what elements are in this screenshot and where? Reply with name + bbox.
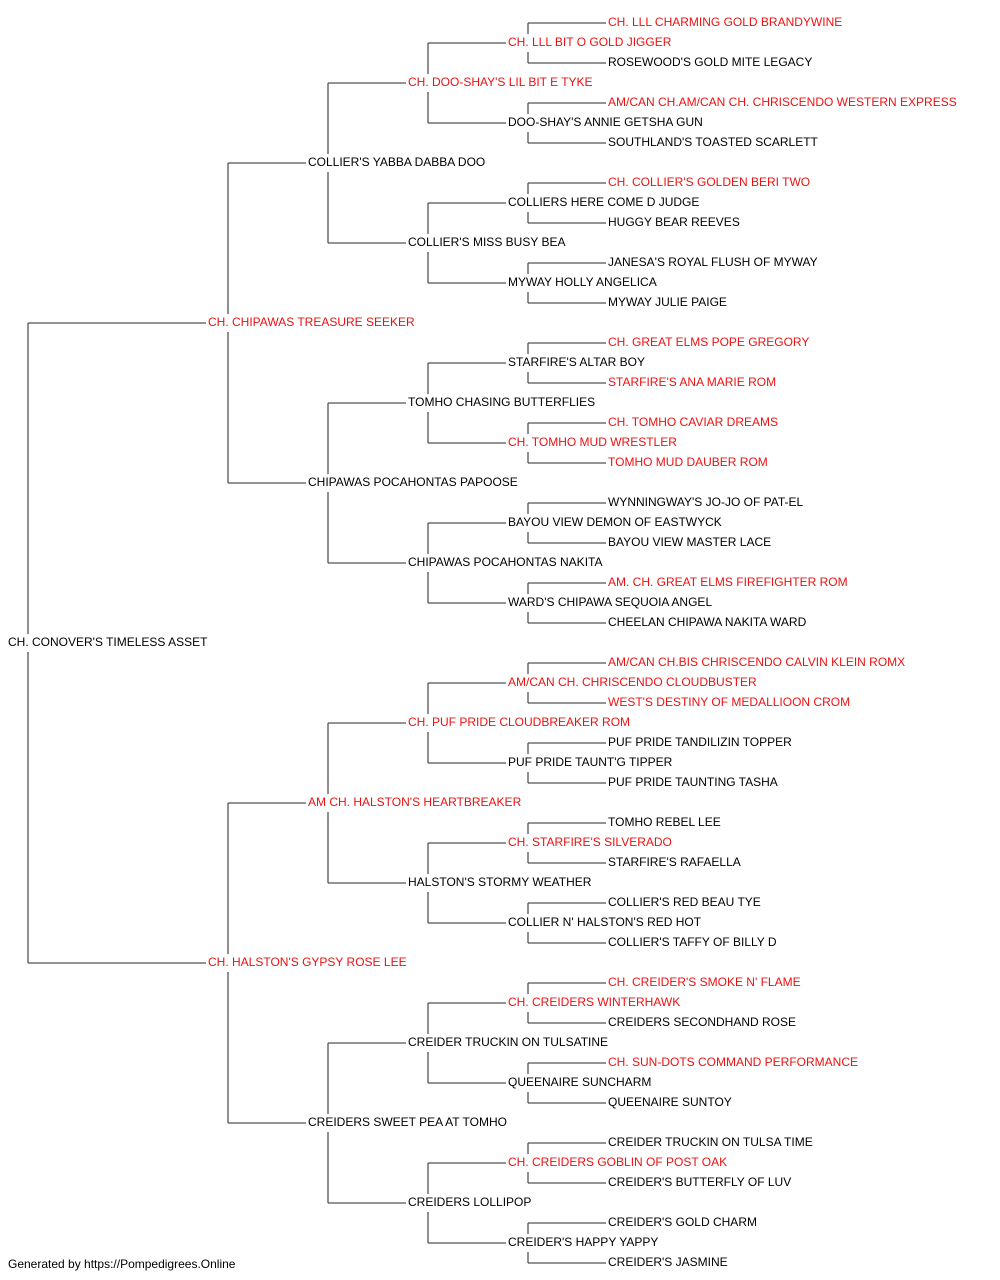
pedigree-entry-gen5: PUF PRIDE TANDILIZIN TOPPER bbox=[608, 735, 792, 749]
pedigree-entry-gen5: COLLIER'S TAFFY OF BILLY D bbox=[608, 935, 777, 949]
pedigree-entry-gen4: COLLIER N' HALSTON'S RED HOT bbox=[508, 915, 702, 929]
pedigree-entry-gen5: CH. COLLIER'S GOLDEN BERI TWO bbox=[608, 175, 811, 189]
pedigree-entry-gen5: MYWAY JULIE PAIGE bbox=[608, 295, 727, 309]
pedigree-entry-gen5: WYNNINGWAY'S JO-JO OF PAT-EL bbox=[608, 495, 804, 509]
pedigree-entry-gen5: STARFIRE'S RAFAELLA bbox=[608, 855, 741, 869]
pedigree-entry-gen5: CH. TOMHO CAVIAR DREAMS bbox=[608, 415, 779, 429]
pedigree-entry-gen2: COLLIER'S YABBA DABBA DOO bbox=[308, 155, 486, 169]
pedigree-entry-gen4: CH. LLL BIT O GOLD JIGGER bbox=[508, 35, 672, 49]
pedigree-entry-gen2: CHIPAWAS POCAHONTAS PAPOOSE bbox=[308, 475, 518, 489]
pedigree-entry-gen4: STARFIRE'S ALTAR BOY bbox=[508, 355, 645, 369]
pedigree-entry-gen5: AM. CH. GREAT ELMS FIREFIGHTER ROM bbox=[608, 575, 848, 589]
pedigree-entry-gen4: COLLIERS HERE COME D JUDGE bbox=[508, 195, 700, 209]
pedigree-entry-gen2: AM CH. HALSTON'S HEARTBREAKER bbox=[308, 795, 522, 809]
pedigree-entry-gen4: CH. CREIDERS GOBLIN OF POST OAK bbox=[508, 1155, 728, 1169]
pedigree-entry-gen4: CH. CREIDERS WINTERHAWK bbox=[508, 995, 681, 1009]
pedigree-entry-gen5: TOMHO REBEL LEE bbox=[608, 815, 721, 829]
pedigree-entry-gen5: ROSEWOOD'S GOLD MITE LEGACY bbox=[608, 55, 813, 69]
pedigree-entry-gen5: QUEENAIRE SUNTOY bbox=[608, 1095, 732, 1109]
pedigree-entry-gen5: CH. GREAT ELMS POPE GREGORY bbox=[608, 335, 810, 349]
pedigree-entry-gen5: CH. LLL CHARMING GOLD BRANDYWINE bbox=[608, 15, 843, 29]
pedigree-entry-gen3: CH. PUF PRIDE CLOUDBREAKER ROM bbox=[408, 715, 631, 729]
pedigree-entry-gen5: SOUTHLAND'S TOASTED SCARLETT bbox=[608, 135, 818, 149]
pedigree-entry-gen5: CHEELAN CHIPAWA NAKITA WARD bbox=[608, 615, 807, 629]
pedigree-entry-gen3: CREIDER TRUCKIN ON TULSATINE bbox=[408, 1035, 609, 1049]
pedigree-entry-gen5: AM/CAN CH.BIS CHRISCENDO CALVIN KLEIN RO… bbox=[608, 655, 906, 669]
pedigree-entry-gen2: CREIDERS SWEET PEA AT TOMHO bbox=[308, 1115, 507, 1129]
pedigree-entry-gen3: CHIPAWAS POCAHONTAS NAKITA bbox=[408, 555, 603, 569]
pedigree-entry-gen5: AM/CAN CH.AM/CAN CH. CHRISCENDO WESTERN … bbox=[608, 95, 957, 109]
pedigree-entry-gen1: CH. CHIPAWAS TREASURE SEEKER bbox=[208, 315, 415, 329]
pedigree-entry-gen4: DOO-SHAY'S ANNIE GETSHA GUN bbox=[508, 115, 703, 129]
pedigree-entry-gen5: STARFIRE'S ANA MARIE ROM bbox=[608, 375, 777, 389]
pedigree-entry-gen5: CREIDER'S JASMINE bbox=[608, 1255, 728, 1269]
pedigree-entry-gen4: PUF PRIDE TAUNT'G TIPPER bbox=[508, 755, 673, 769]
pedigree-entry-gen3: CREIDERS LOLLIPOP bbox=[408, 1195, 532, 1209]
pedigree-entry-gen5: BAYOU VIEW MASTER LACE bbox=[608, 535, 772, 549]
pedigree-entry-gen1: CH. HALSTON'S GYPSY ROSE LEE bbox=[208, 955, 407, 969]
pedigree-entry-gen4: CREIDER'S HAPPY YAPPY bbox=[508, 1235, 659, 1249]
pedigree-entry-gen4: AM/CAN CH. CHRISCENDO CLOUDBUSTER bbox=[508, 675, 757, 689]
pedigree-entry-gen0: CH. CONOVER'S TIMELESS ASSET bbox=[8, 635, 208, 649]
pedigree-entry-gen3: HALSTON'S STORMY WEATHER bbox=[408, 875, 592, 889]
pedigree-entry-gen4: WARD'S CHIPAWA SEQUOIA ANGEL bbox=[508, 595, 713, 609]
pedigree-entry-gen3: CH. DOO-SHAY'S LIL BIT E TYKE bbox=[408, 75, 593, 89]
pedigree-entry-gen5: WEST'S DESTINY OF MEDALLIOON CROM bbox=[608, 695, 851, 709]
pedigree-entry-gen5: CH. SUN-DOTS COMMAND PERFORMANCE bbox=[608, 1055, 859, 1069]
pedigree-entry-gen5: PUF PRIDE TAUNTING TASHA bbox=[608, 775, 778, 789]
pedigree-entry-gen5: CREIDER TRUCKIN ON TULSA TIME bbox=[608, 1135, 813, 1149]
pedigree-entry-gen3: TOMHO CHASING BUTTERFLIES bbox=[408, 395, 596, 409]
generated-by-footer: Generated by https://Pompedigrees.Online bbox=[8, 1257, 236, 1271]
pedigree-entry-gen5: TOMHO MUD DAUBER ROM bbox=[608, 455, 768, 469]
pedigree-entry-gen4: BAYOU VIEW DEMON OF EASTWYCK bbox=[508, 515, 722, 529]
pedigree-entry-gen5: HUGGY BEAR REEVES bbox=[608, 215, 740, 229]
pedigree-entry-gen5: CREIDER'S GOLD CHARM bbox=[608, 1215, 757, 1229]
pedigree-entry-gen3: COLLIER'S MISS BUSY BEA bbox=[408, 235, 566, 249]
pedigree-entry-gen5: JANESA'S ROYAL FLUSH OF MYWAY bbox=[608, 255, 818, 269]
pedigree-entry-gen5: COLLIER'S RED BEAU TYE bbox=[608, 895, 761, 909]
pedigree-entry-gen4: CH. TOMHO MUD WRESTLER bbox=[508, 435, 677, 449]
pedigree-entry-gen4: MYWAY HOLLY ANGELICA bbox=[508, 275, 657, 289]
pedigree-entry-gen4: QUEENAIRE SUNCHARM bbox=[508, 1075, 652, 1089]
pedigree-entry-gen5: CREIDER'S BUTTERFLY OF LUV bbox=[608, 1175, 792, 1189]
pedigree-entry-gen4: CH. STARFIRE'S SILVERADO bbox=[508, 835, 672, 849]
pedigree-entry-gen5: CREIDERS SECONDHAND ROSE bbox=[608, 1015, 797, 1029]
pedigree-entry-gen5: CH. CREIDER'S SMOKE N' FLAME bbox=[608, 975, 801, 989]
